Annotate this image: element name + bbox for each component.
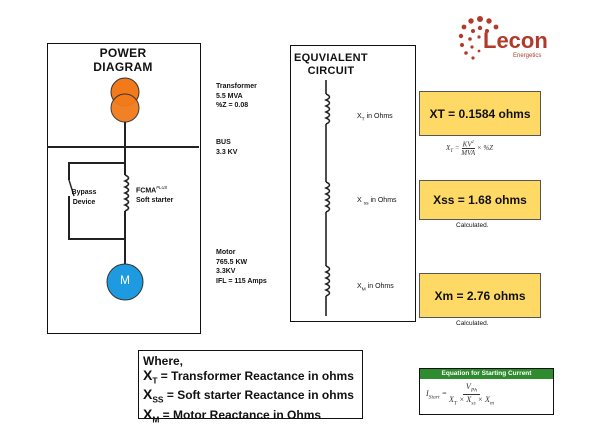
eq-num: V [465, 382, 471, 391]
power-diagram-drawing [47, 77, 199, 301]
legend-line-xt: XT = Transformer Reactance in ohms [143, 368, 354, 387]
legend-xm-sub: M [152, 414, 160, 425]
xss-label-sub: ss [363, 201, 369, 207]
company-logo: Lecon Energetics [455, 14, 575, 66]
bypass-switch [68, 179, 75, 197]
bus-label: BUS [216, 139, 231, 146]
legend-xt-sub: T [152, 375, 158, 386]
eq-den-3: X [485, 394, 490, 404]
xss-label: X ss in Ohms [357, 197, 397, 206]
starting-current-panel [419, 368, 554, 415]
xt-formula-eq: = [453, 143, 462, 152]
xss-label-rest: in Ohms [368, 197, 397, 204]
xt-formula-num-sup: 2 [471, 139, 474, 144]
soft-starter-label: FCMAPLUS Soft starter [136, 183, 173, 206]
xt-inductor-icon [324, 93, 331, 125]
legend-xm-text: = Motor Reactance in Ohms [159, 407, 322, 422]
eq-equals: = [439, 388, 449, 398]
power-diagram-panel [47, 43, 201, 334]
xt-label: XT in Ohms [357, 113, 393, 122]
xt-formula-den: MVA [461, 149, 476, 158]
soft-starter-coil [122, 174, 130, 212]
xt-formula-rest: × %Z [475, 143, 494, 152]
transformer-info: Transformer 5.5 MVA %Z = 0.08 [216, 82, 257, 111]
bypass-label-line2: Device [72, 199, 96, 206]
legend-line-xm: XM = Motor Reactance in Ohms [143, 407, 354, 426]
legend-xt-symbol: X [143, 367, 153, 383]
motor-voltage: 3.3KV [216, 268, 236, 275]
eq-den-2-sub: ss [471, 400, 476, 407]
fcma-superscript: PLUS [156, 185, 168, 190]
xt-formula-lhs-sub: T [450, 149, 454, 155]
xm-inductor-icon [324, 265, 331, 297]
xss-note: Calculated. [456, 222, 489, 229]
eq-den-x2: × [475, 394, 486, 404]
equivalent-title-line2: CIRCUIT [307, 65, 355, 77]
xss-inductor-icon [324, 181, 331, 213]
logo-brand: Lecon [483, 28, 548, 53]
logo-tagline: Energetics [513, 53, 542, 59]
equivalent-circuit-drawing [324, 80, 331, 316]
transformer-label: Transformer [216, 83, 257, 90]
bypass-label-line1: Bypass [71, 189, 97, 196]
motor-label: Motor [216, 249, 236, 256]
xm-result-box: Xm = 2.76 ohms [419, 273, 541, 318]
motor-power: 765.5 KW [216, 258, 248, 266]
xss-label-main: X [357, 197, 364, 204]
xm-label: XM in Ohms [357, 283, 394, 292]
eq-den-3-sub: m [489, 400, 494, 407]
motor-info: Motor 765.5 KW 3.3KV IFL = 115 Amps [216, 248, 267, 286]
motor-ifl: IFL = 115 Amps [216, 277, 267, 285]
xt-label-sub: T [361, 117, 365, 123]
bus-info: BUS 3.3 KV [216, 138, 237, 157]
legend-xss-text: = Soft starter Reactance in ohms [163, 388, 354, 403]
bypass-device-label: Bypass Device [64, 188, 104, 208]
bus-voltage: 3.3 KV [216, 148, 238, 156]
legend-xm-symbol: X [143, 405, 153, 422]
transformer-icon [110, 77, 140, 123]
power-diagram-title-line1: POWER [99, 46, 147, 60]
equivalent-circuit-title: EQUVIALENT CIRCUIT [290, 52, 372, 78]
transformer-impedance: %Z = 0.08 [216, 102, 249, 109]
starting-current-header: Equation for Starting Current [420, 369, 553, 379]
eq-num-sub: Ph [470, 387, 478, 394]
soft-starter-text: Soft starter [136, 197, 174, 205]
xt-result-box: XT = 0.1584 ohms [419, 91, 541, 136]
eq-den-1: X [448, 394, 454, 404]
legend-text: Where, XT = Transformer Reactance in ohm… [143, 354, 354, 426]
eq-den-x1: × [456, 394, 467, 404]
eq-lhs: I [426, 388, 429, 398]
equivalent-circuit-panel [290, 45, 416, 322]
transformer-rating: 5.5 MVA [216, 92, 243, 100]
xm-label-sub: M [361, 287, 366, 293]
fcma-label: FCMA [136, 187, 157, 195]
xt-label-rest: in Ohms [364, 113, 393, 120]
xt-formula-num: KV [462, 140, 472, 149]
xm-note: Calculated. [456, 320, 489, 327]
logo-dots-icon [458, 16, 499, 60]
legend-panel [138, 350, 363, 419]
legend-where: Where, [143, 354, 184, 368]
xss-result-box: Xss = 1.68 ohms [419, 180, 541, 220]
legend-xt-text: = Transformer Reactance in ohms [157, 369, 354, 383]
xt-label-main: X [357, 113, 362, 120]
eq-den-1-sub: T [453, 400, 457, 407]
xm-label-main: X [357, 283, 362, 290]
legend-xss-symbol: X [143, 386, 153, 403]
xt-formula-lhs: X [446, 143, 451, 152]
eq-den-2: X [466, 394, 472, 404]
motor-symbol: M [120, 273, 130, 287]
power-diagram-title-line2: DIAGRAM [93, 60, 153, 74]
legend-line-xss: XSS = Soft starter Reactance in ohms [143, 387, 354, 406]
power-diagram-title: POWER DIAGRAM [47, 46, 199, 74]
eq-lhs-sub: Start [428, 394, 440, 401]
legend-xss-sub: SS [152, 394, 164, 405]
equivalent-title-line1: EQUVIALENT [294, 52, 368, 64]
motor-icon [106, 263, 144, 301]
xm-label-rest: in Ohms [365, 283, 394, 290]
